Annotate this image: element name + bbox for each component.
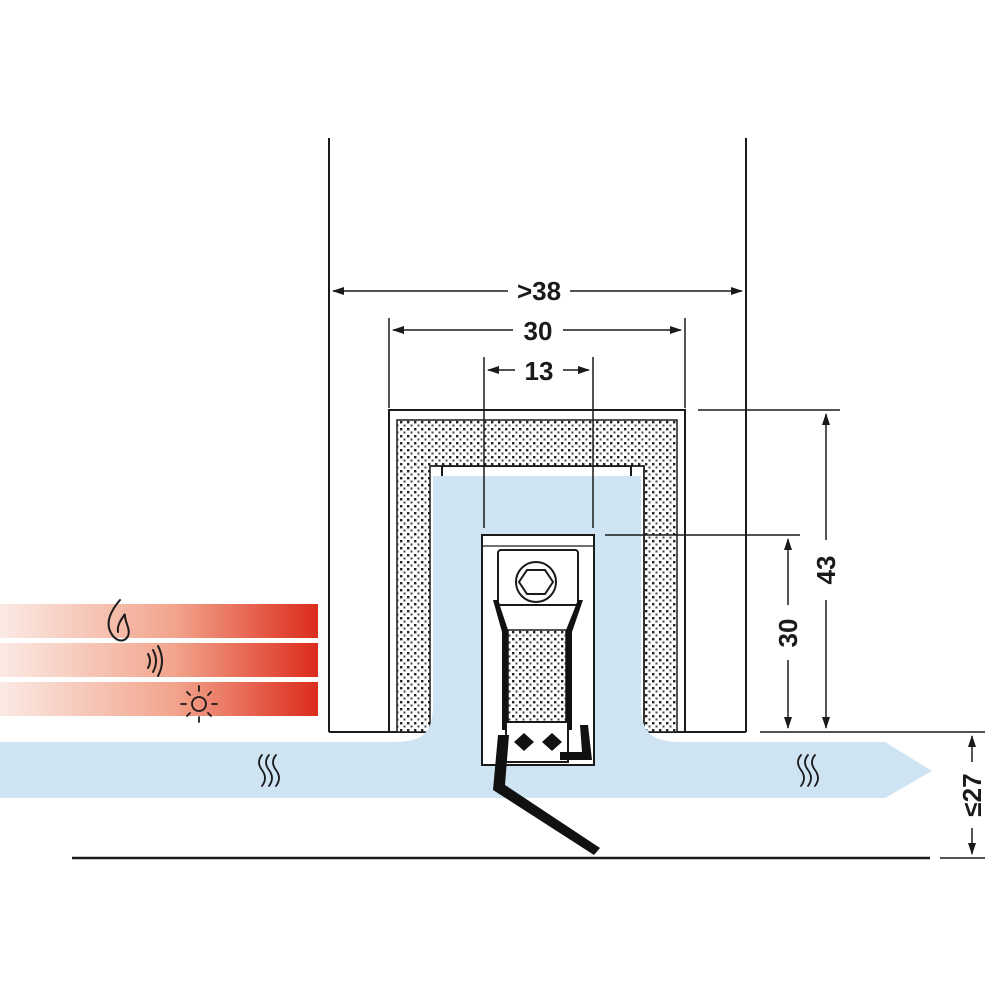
seal-clip-left <box>514 733 534 751</box>
dimension-seal-width: 13 <box>525 356 554 386</box>
sound-icon <box>147 645 163 677</box>
light-band <box>0 682 318 716</box>
dimension-floor-gap: ≤27 <box>957 773 987 816</box>
dimension-door-width: >38 <box>517 276 561 306</box>
seal-right-arm <box>566 600 583 730</box>
air-flow-path <box>0 476 932 798</box>
air-draught-icon <box>258 754 280 787</box>
seal-profile <box>481 534 600 855</box>
seal-left-arm <box>493 600 508 730</box>
light-icon <box>180 685 218 723</box>
hazard-bands <box>0 604 318 716</box>
fire-band <box>0 604 318 638</box>
seal-inner-foam <box>507 629 567 723</box>
dimension-housing-height: 43 <box>811 556 841 585</box>
dimension-seal-height: 30 <box>773 619 803 648</box>
door-panel <box>328 138 747 733</box>
housing-inner-channel <box>430 465 645 732</box>
seal-clip-right <box>542 733 562 751</box>
hex-screw-head <box>517 569 555 595</box>
air-draught-icon <box>797 754 819 787</box>
fire-icon <box>107 599 130 642</box>
seal-lip <box>493 725 600 855</box>
dimension-housing-width: 30 <box>524 316 553 346</box>
dimension-lines <box>332 287 985 859</box>
